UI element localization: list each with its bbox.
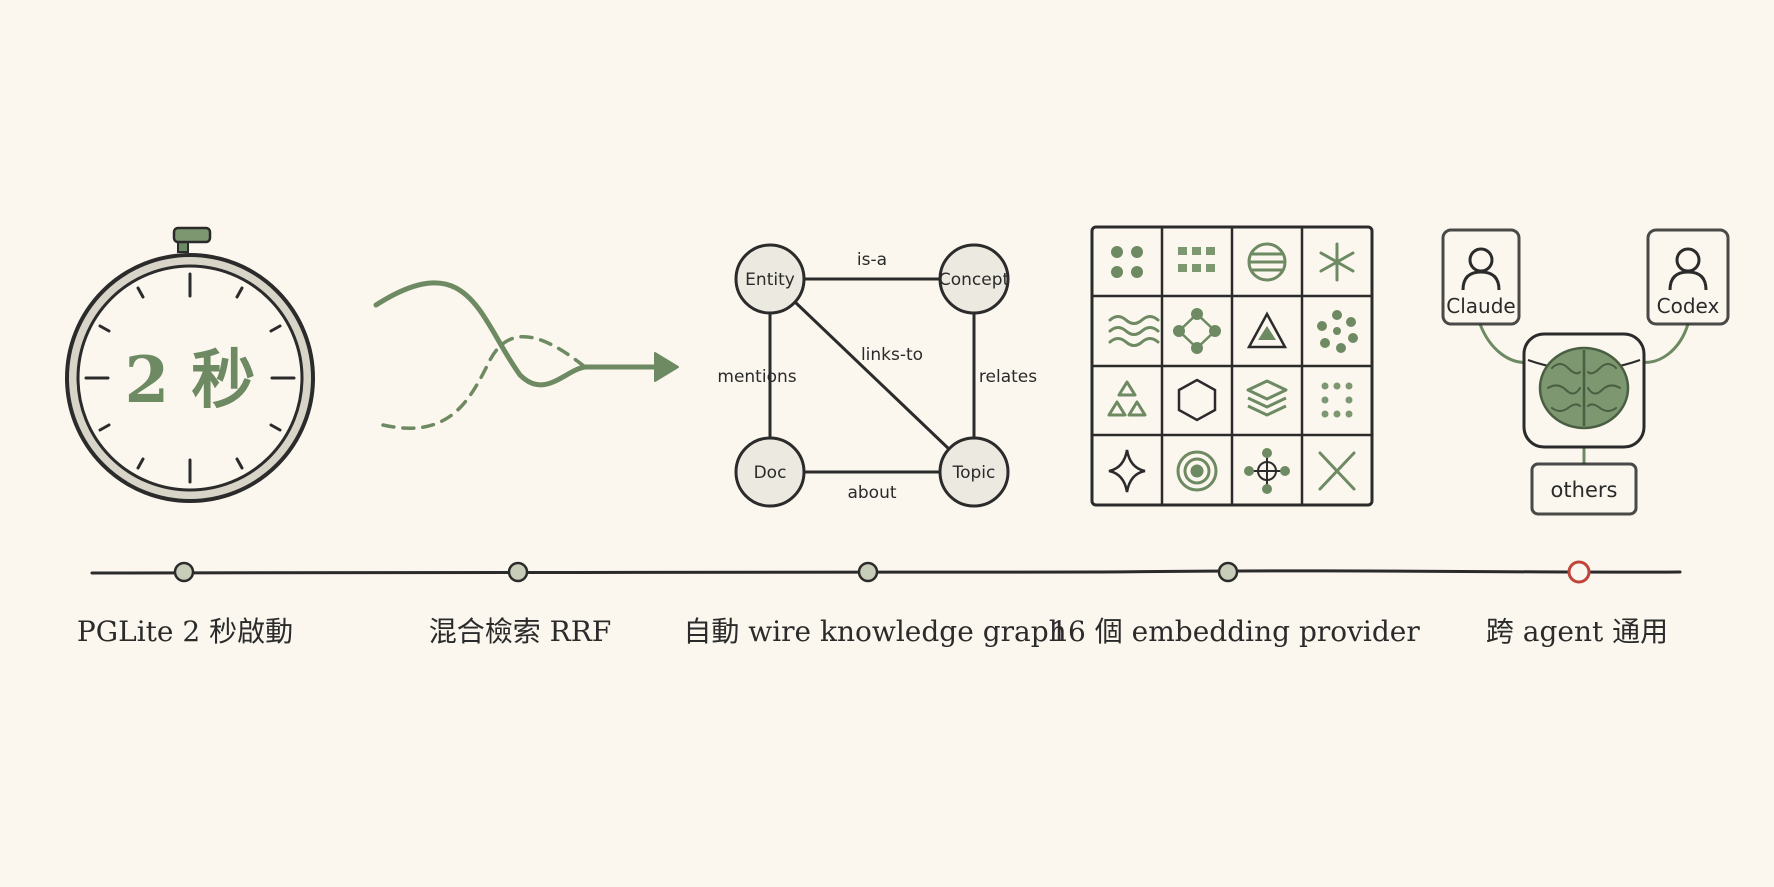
provider-icon-layers (1246, 379, 1288, 417)
edge-label-relates: relates (979, 367, 1037, 387)
graph-node-entity-label: Entity (745, 270, 795, 290)
provider-icon-asterisk (1319, 242, 1355, 282)
edge-label-about: about (847, 483, 896, 503)
timeline-dot-1 (173, 561, 195, 583)
provider-icon-dot-square (1321, 382, 1353, 418)
timeline-axis (90, 569, 1682, 575)
timeline-dot-4 (1217, 561, 1239, 583)
timeline-caption-cross-agent: 跨 agent 通用 (1485, 615, 1669, 648)
agent-label-others: others (1551, 478, 1618, 502)
agent-label-codex: Codex (1657, 294, 1720, 318)
stopwatch-icon: 2 秒 (65, 226, 315, 503)
agent-card-claude: Claude (1441, 228, 1521, 326)
timeline-dot-5-highlighted (1567, 560, 1591, 584)
provider-icon-target (1176, 450, 1218, 492)
provider-icon-molecule (1244, 448, 1290, 494)
agent-card-codex: Codex (1646, 228, 1730, 326)
edge-label-mentions: mentions (717, 367, 796, 387)
timeline-caption-knowledge-graph: 自動 wire knowledge graph (683, 615, 1067, 648)
timeline-caption-pglite: PGLite 2 秒啟動 (76, 615, 294, 648)
graph-node-entity (734, 243, 806, 315)
graph-node-topic-label: Topic (952, 463, 996, 483)
provider-grid (1090, 225, 1374, 507)
provider-icon-waves (1108, 315, 1160, 347)
edge-label-links-to: links-to (861, 345, 923, 365)
provider-icon-dot-ring (1317, 310, 1358, 353)
provider-icon-squares (1178, 247, 1215, 272)
user-icon (1461, 247, 1501, 291)
timeline-dot-3 (857, 561, 879, 583)
arrow-head-icon (654, 352, 679, 382)
agent-card-others: others (1530, 462, 1638, 516)
user-icon (1668, 247, 1708, 291)
timeline (90, 560, 1682, 584)
brain-database-icon (1522, 332, 1646, 449)
graph-node-doc (734, 436, 806, 508)
graph-node-doc-label: Doc (754, 463, 787, 483)
timeline-dot-2 (507, 561, 529, 583)
edge-label-is-a: is-a (857, 250, 887, 270)
dashed-curve (381, 335, 587, 430)
provider-icon-triangle (1246, 311, 1288, 349)
merge-curves-icon (373, 280, 679, 430)
provider-icon-sparkle (1108, 449, 1146, 493)
provider-icon-hexagon (1177, 378, 1217, 422)
provider-icon-three-triangles (1107, 380, 1147, 417)
graph-node-concept-label: Concept (939, 270, 1010, 290)
graph-node-topic (938, 436, 1010, 508)
graph-node-concept (938, 243, 1010, 315)
solid-curve (373, 280, 663, 388)
timeline-caption-hybrid-search: 混合檢索 RRF (428, 615, 612, 648)
cross-agent-diagram: Claude Codex (1441, 228, 1730, 516)
provider-icon-dots (1111, 246, 1143, 278)
provider-icon-striped-circle (1247, 242, 1287, 282)
timeline-caption-embedding-providers: 16 個 embedding provider (1050, 615, 1420, 648)
knowledge-graph: Entity Concept Doc Topic is-a mentions r… (717, 243, 1037, 508)
stopwatch-label: 2 秒 (125, 343, 256, 418)
provider-icon-cross (1318, 451, 1356, 491)
provider-icon-network (1173, 308, 1221, 354)
agent-label-claude: Claude (1446, 294, 1515, 318)
